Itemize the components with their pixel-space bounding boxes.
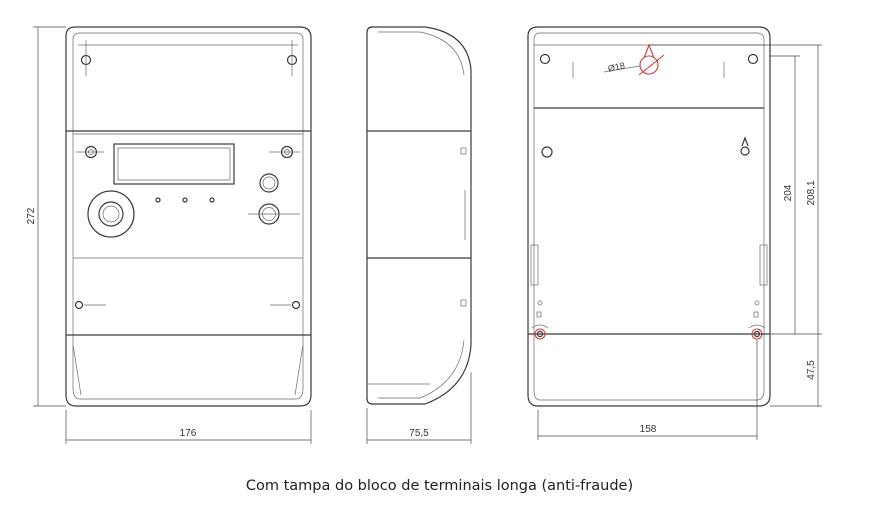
sealable-button-icon (248, 203, 300, 225)
mounting-hole-icon (747, 53, 759, 65)
front-dimension-lines (33, 26, 312, 444)
figure-caption: Com tampa do bloco de terminais longa (a… (245, 478, 634, 494)
led-icon (155, 197, 161, 203)
hole-diameter-label: Ø18 (607, 60, 626, 73)
back-mount-height-label: 204 (783, 184, 794, 201)
screw-icon (80, 40, 92, 76)
mounting-hole-icon (541, 146, 553, 158)
keyhole-icon (740, 136, 750, 156)
back-total-height-label: 208,1 (806, 180, 817, 205)
push-button-icon (259, 173, 279, 193)
led-icon (209, 197, 215, 203)
back-view: Ø18 (527, 26, 771, 407)
front-height-label: 272 (26, 207, 37, 224)
terminal-screw-icon (748, 324, 766, 340)
lcd-display (113, 143, 235, 185)
side-view (366, 26, 472, 405)
front-width-label: 176 (180, 428, 197, 439)
side-dimension-lines (366, 372, 472, 444)
front-view (65, 26, 312, 407)
screw-icon (286, 40, 298, 76)
screw-icon (270, 300, 301, 310)
seal-screw-icon (269, 145, 300, 159)
mounting-hole-icon (539, 53, 551, 65)
led-icon (182, 197, 188, 203)
back-lower-height-label: 47,5 (806, 360, 817, 380)
technical-drawing: 272 176 75,5 Ø18 (26, 26, 822, 444)
optical-port-icon (87, 190, 135, 238)
back-width-label: 158 (640, 424, 657, 435)
seal-screw-icon (76, 145, 104, 159)
side-depth-label: 75,5 (409, 428, 429, 439)
screw-icon (74, 300, 106, 310)
back-dimension-lines (537, 44, 822, 440)
keyhole-icon (638, 43, 665, 76)
terminal-screw-icon (531, 324, 549, 340)
